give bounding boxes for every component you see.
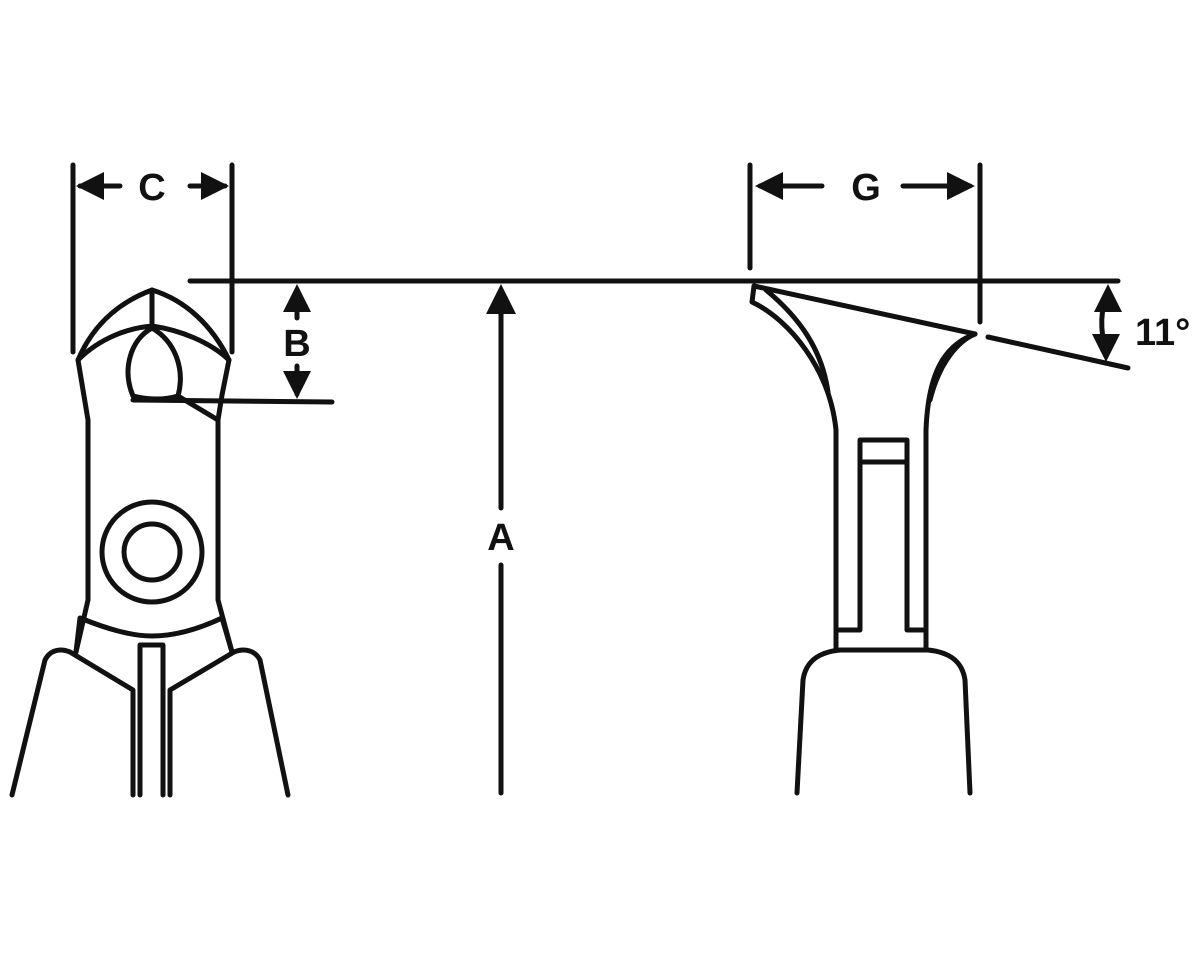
angle-arrow-down (1092, 334, 1120, 362)
side-head-left-inner (763, 287, 831, 395)
angle-dimension: 11° (1092, 284, 1190, 362)
pivot-outer-ring (99, 499, 205, 605)
front-view-pliers (9, 162, 335, 798)
front-handle-split (137, 642, 166, 798)
g-dimension: G (755, 167, 975, 209)
angle-arrow-up (1094, 284, 1122, 312)
pivot-inner-ring (121, 521, 183, 583)
a-arrow-up (486, 284, 516, 314)
g-arrow-right (947, 172, 975, 200)
b-arrow-up (283, 284, 311, 312)
angle-reference-line (985, 334, 1131, 371)
b-label: B (283, 323, 310, 365)
b-bottom-reference-line (130, 397, 335, 405)
c-label: C (138, 167, 165, 209)
front-handle-left (9, 647, 136, 798)
side-handle (794, 647, 973, 796)
front-jaw-oval (125, 325, 183, 402)
g-label: G (851, 167, 881, 209)
side-view-pliers (747, 162, 1131, 796)
side-body-slot (833, 437, 929, 633)
a-label: A (487, 517, 514, 559)
b-dimension: B (283, 284, 311, 399)
a-dimension: A (486, 284, 516, 796)
side-head-right-tip (927, 331, 978, 403)
c-arrow-left (76, 172, 104, 200)
angle-label: 11° (1135, 312, 1190, 354)
front-neck (73, 615, 235, 655)
b-arrow-down (283, 371, 311, 399)
front-handle-right (167, 647, 291, 798)
front-jaw-edge (175, 393, 221, 423)
g-arrow-left (755, 172, 783, 200)
c-dimension: C (76, 167, 229, 209)
jaw-angle-line (751, 283, 978, 337)
c-arrow-right (201, 172, 229, 200)
side-head-left (749, 283, 839, 651)
